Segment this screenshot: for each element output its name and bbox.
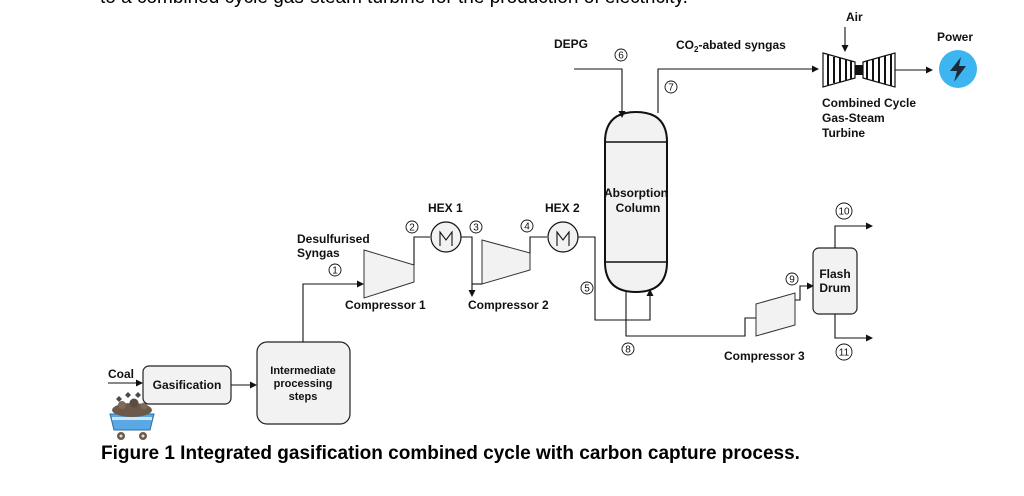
absorption-column-label-1: Absorption [604,186,668,200]
lightning-bolt-icon [939,50,977,88]
gas-steam-turbine [822,52,896,88]
flash-drum: Flash Drum [812,247,858,315]
desulfurised-label-1: Desulfurised [297,232,370,246]
svg-text:4: 4 [524,222,530,233]
stream-3-marker: 3 [469,220,483,234]
hex-2-label: HEX 2 [545,201,580,215]
stream-8-marker: 8 [621,342,635,356]
svg-text:11: 11 [839,348,850,359]
stream-2-marker: 2 [405,220,419,234]
hex-1-label: HEX 1 [428,201,463,215]
turbine-label-3: Turbine [822,126,865,140]
compressor-2 [481,239,531,285]
stream-5-marker: 5 [580,281,594,295]
svg-text:9: 9 [789,275,795,286]
stream-1-marker: 1 [328,263,342,277]
stream-11-marker: 11 [835,343,853,361]
desulfurised-label-2: Syngas [297,246,340,260]
svg-text:Gasification: Gasification [153,378,222,392]
air-label: Air [846,10,863,24]
svg-text:8: 8 [625,345,631,356]
svg-text:3: 3 [473,223,479,234]
compressor-2-label: Compressor 2 [468,298,549,312]
svg-text:1: 1 [332,266,338,277]
stream-7-marker: 7 [664,80,678,94]
svg-text:2: 2 [409,223,415,234]
compressor-3-label: Compressor 3 [724,349,805,363]
stream-4-marker: 4 [520,219,534,233]
absorption-column-label-2: Column [616,201,661,215]
svg-text:Flash: Flash [819,267,850,281]
compressor-3 [755,292,796,337]
svg-text:steps: steps [289,391,318,403]
co2-abated-syngas-label: CO2-abated syngas [676,38,786,54]
heat-exchanger-2 [547,221,579,253]
compressor-1-label: Compressor 1 [345,298,426,312]
turbine-label-1: Combined Cycle [822,96,916,110]
svg-text:7: 7 [668,83,674,94]
stream-6-marker: 6 [614,48,628,62]
intermediate-processing-box: Intermediate processing steps [256,341,351,425]
cutoff-top-text: to a combined cycle gas-steam turbine fo… [100,0,688,8]
svg-text:Drum: Drum [819,281,850,295]
svg-text:Intermediate: Intermediate [270,365,335,377]
depg-label: DEPG [554,37,588,51]
svg-text:processing: processing [274,378,333,390]
svg-text:5: 5 [584,284,590,295]
svg-text:6: 6 [618,51,624,62]
turbine-label-2: Gas-Steam [822,111,885,125]
coal-label: Coal [108,367,134,381]
coal-cart-icon [109,392,155,440]
stream-9-marker: 9 [785,272,799,286]
heat-exchanger-1 [430,221,462,253]
gasification-box: Gasification [142,365,232,405]
figure-caption: Figure 1 Integrated gasification combine… [101,443,800,464]
stream-10-marker: 10 [835,202,853,220]
svg-text:10: 10 [838,207,850,218]
compressor-1 [363,249,415,299]
power-label: Power [937,30,973,44]
